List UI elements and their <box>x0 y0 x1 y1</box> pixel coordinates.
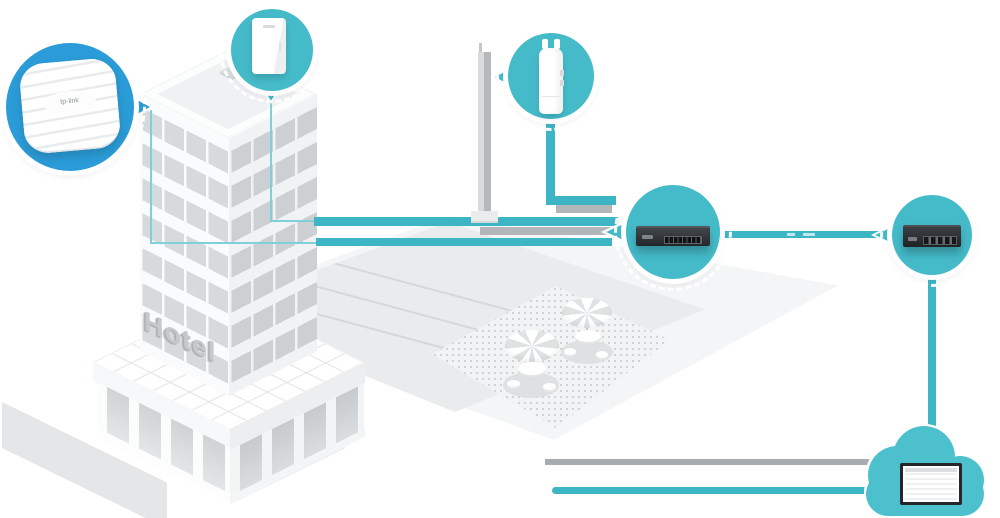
patio-stool <box>507 380 520 387</box>
patio-stool <box>596 351 608 358</box>
trunk-line-b-to-switch <box>316 238 612 246</box>
umbrella-pole <box>586 313 588 343</box>
switch-to-router-line <box>716 231 880 238</box>
umbrella-icon <box>562 298 612 328</box>
patio-table <box>518 362 546 375</box>
ceiling-access-point-icon: tp-link <box>18 56 122 156</box>
ap-side-slot <box>279 42 281 52</box>
line-shadow <box>545 459 960 465</box>
line-shadow <box>556 205 612 213</box>
router-to-cloud-line <box>928 273 936 433</box>
switch-logo-mark <box>642 235 653 239</box>
patio-stool <box>543 383 556 390</box>
wall-plate-access-point-icon <box>252 18 286 74</box>
switch-ports <box>664 236 702 244</box>
switch-bubble[interactable] <box>614 173 732 291</box>
outdoor-ap-pole-base <box>471 211 498 221</box>
router-ports <box>923 236 957 245</box>
line-shadow <box>480 227 610 235</box>
pole-antenna-tip <box>479 43 482 55</box>
outdoor-ap-jog-line <box>546 196 616 205</box>
ap-side-mark <box>560 70 564 76</box>
cable-wall-ap-horizontal <box>270 220 316 222</box>
ceiling-ap-bubble[interactable]: tp-link <box>0 31 146 183</box>
cloud-uplink-line <box>552 487 872 494</box>
umbrella-icon <box>505 330 559 362</box>
trunk-line-a-to-switch <box>314 217 618 226</box>
hotel-tower-right-face <box>229 93 317 396</box>
cable-wall-ap-vertical <box>270 97 272 222</box>
outdoor-ap-bubble[interactable] <box>496 21 606 131</box>
router-bubble[interactable] <box>880 183 984 287</box>
cable-ceiling-ap-vertical <box>150 110 152 244</box>
rack-switch-icon <box>636 226 710 246</box>
outdoor-ap-drop-line <box>546 112 555 205</box>
line-flow-dash <box>787 233 795 236</box>
ap-seam <box>541 96 561 97</box>
ap-logo-mark <box>263 25 275 28</box>
tp-link-logo: tp-link <box>59 97 80 106</box>
outdoor-ap-pole <box>478 52 491 219</box>
management-table <box>905 468 957 500</box>
outdoor-access-point-icon <box>539 39 564 114</box>
router-logo-mark <box>908 237 917 241</box>
cable-ceiling-ap-horizontal <box>150 242 316 244</box>
patio-stool <box>564 348 576 355</box>
wall-ap-bubble[interactable] <box>219 0 325 103</box>
vpn-router-icon <box>903 225 961 247</box>
ap-logo-patch <box>42 88 97 117</box>
line-flow-dash <box>803 233 815 236</box>
patio-table <box>575 330 601 342</box>
ap-side-mark <box>560 80 564 86</box>
cloud-management-screen-icon <box>900 463 962 505</box>
